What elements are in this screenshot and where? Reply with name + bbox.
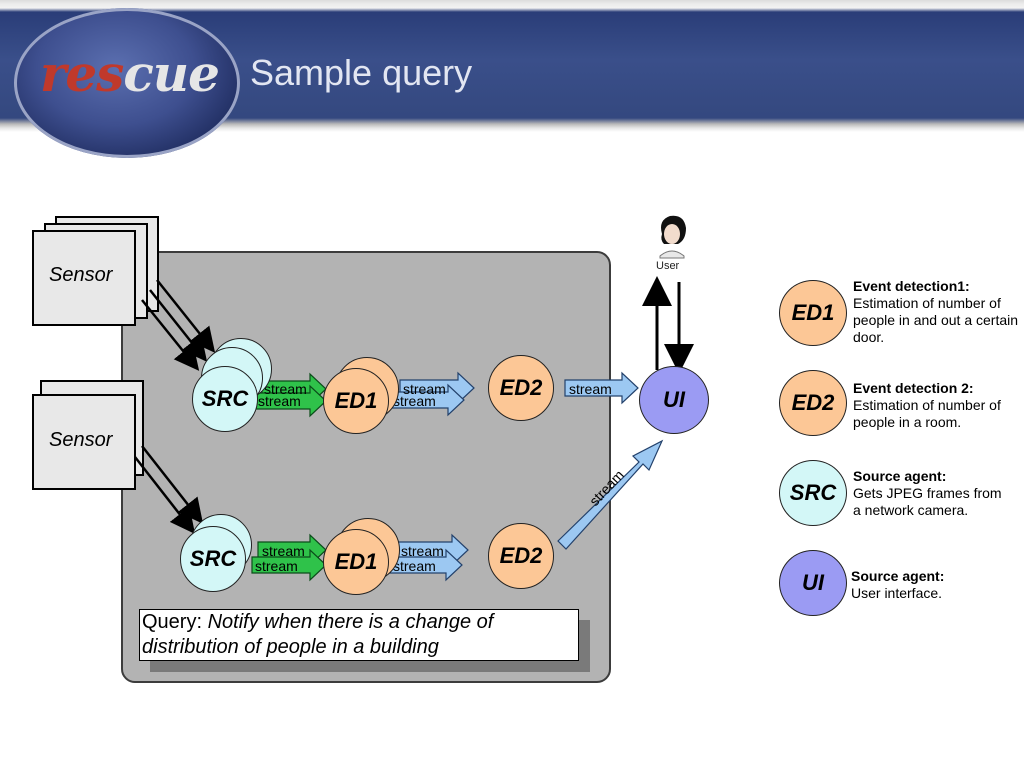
sensor2-arrow-a — [141, 445, 204, 524]
stream-arrow-ed1-ed2-bottom-front — [389, 548, 463, 582]
stream-label: stream — [264, 381, 307, 397]
stream-label: stream — [255, 558, 298, 574]
sensor1-arrow-b — [149, 289, 208, 362]
legend-ed2-desc: Estimation of number of people in a room… — [853, 397, 1001, 430]
legend-src-node: SRC — [779, 460, 847, 526]
sensor-label-2: Sensor — [49, 429, 113, 451]
ed2-node-bottom: ED2 — [488, 523, 554, 589]
src-node-top: SRC — [192, 366, 258, 432]
ed1-node-bottom: ED1 — [323, 529, 389, 595]
query-prefix: Query: — [142, 611, 208, 633]
rescue-logo: rescue — [14, 8, 240, 158]
legend-ui-node: UI — [779, 550, 847, 616]
legend-ui-text: Source agent: User interface. — [851, 568, 1024, 602]
sensor1-arrow-a — [156, 279, 216, 353]
user-icon — [659, 215, 686, 259]
stream-arrow-ed2-ui-diagonal — [557, 439, 664, 550]
stream-label: stream — [393, 393, 436, 409]
legend-ui-desc: User interface. — [851, 585, 943, 601]
legend-ed1-text: Event detection1: Estimation of number o… — [853, 278, 1024, 346]
legend-ed2-node: ED2 — [779, 370, 847, 436]
legend-src-title: Source agent: — [853, 468, 947, 484]
stream-label: stream — [569, 381, 612, 397]
page-title: Sample query — [250, 52, 473, 93]
logo-text-red: res — [40, 44, 124, 103]
user-label: User — [656, 260, 680, 272]
legend-ed2-title: Event detection 2: — [853, 380, 974, 396]
logo-text-light: cue — [123, 44, 220, 103]
stream-label: stream — [258, 393, 301, 409]
sensor-label-1: Sensor — [49, 264, 113, 286]
legend-ed2-text: Event detection 2: Estimation of number … — [853, 380, 1024, 431]
legend-src-desc: Gets JPEG frames from a network camera. — [853, 485, 1002, 518]
query-text: Notify when there is a change of distrib… — [142, 611, 494, 658]
logo-text: rescue — [40, 44, 220, 103]
legend-ui-title: Source agent: — [851, 568, 945, 584]
ed2-node-top: ED2 — [488, 355, 554, 421]
stream-label: stream — [262, 543, 305, 559]
sensor-box-1 — [32, 230, 136, 326]
legend-ed1-node: ED1 — [779, 280, 847, 346]
legend-ed1-title: Event detection1: — [853, 278, 970, 294]
src-node-bottom: SRC — [180, 526, 246, 592]
stream-arrow-src-ed1-top-front — [255, 384, 327, 418]
sensor1-arrow-c — [141, 299, 200, 371]
stream-label: stream — [393, 558, 436, 574]
legend-ed1-desc: Estimation of number of people in and ou… — [853, 295, 1019, 345]
ed1-node-top: ED1 — [323, 368, 389, 434]
stream-label: stream — [403, 381, 446, 397]
query-box: Query: Notify when there is a change of … — [139, 609, 579, 661]
stream-label: stream — [401, 543, 444, 559]
sensor2-arrow-b — [134, 456, 196, 534]
sensor-box-2 — [32, 394, 136, 490]
legend-src-text: Source agent: Gets JPEG frames from a ne… — [853, 468, 1003, 519]
stream-arrow-ed2-ui-top — [564, 371, 639, 405]
stream-arrow-ed1-ed2-top-front — [389, 383, 465, 417]
stream-arrow-src-ed1-bottom-front — [251, 548, 327, 582]
ui-node: UI — [639, 366, 709, 434]
